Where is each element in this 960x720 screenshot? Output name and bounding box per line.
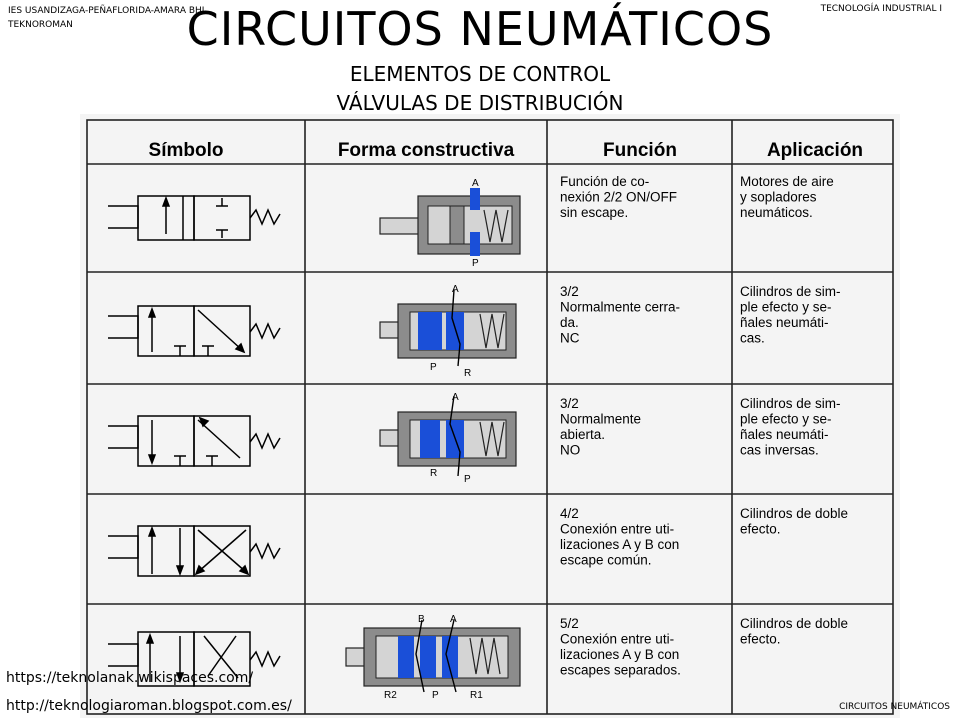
funcion-line: 5/2: [560, 616, 579, 631]
port-label: B: [418, 614, 425, 625]
symbol-valve-3-2-no: [108, 415, 281, 467]
funcion-line: 3/2: [560, 396, 579, 411]
port-label: P: [464, 474, 471, 485]
funcion-line: lizaciones A y B con: [560, 647, 679, 662]
page-title: CIRCUITOS NEUMÁTICOS: [186, 2, 774, 56]
funcion-line: Normalmente: [560, 412, 641, 427]
aplicacion-line: ñales neumáti-: [740, 427, 829, 442]
school-name: IES USANDIZAGA-PEÑAFLORIDA-AMARA BHI: [8, 6, 205, 16]
aplicacion-line: y sopladores: [740, 190, 817, 205]
funcion-line: lizaciones A y B con: [560, 537, 679, 552]
port-label: P: [472, 258, 479, 269]
author-name: TEKNOROMAN: [8, 20, 73, 30]
funcion-line: escapes separados.: [560, 663, 681, 678]
valve-table: Símbolo Forma constructiva Función Aplic…: [80, 114, 900, 718]
aplicacion-line: Cilindros de sim-: [740, 284, 841, 299]
subtitle-control-elements: ELEMENTOS DE CONTROL: [349, 62, 611, 86]
aplicacion-line: ñales neumáti-: [740, 315, 829, 330]
funcion-line: escape común.: [560, 553, 652, 568]
port-label: A: [452, 284, 459, 295]
port-label: R1: [470, 690, 483, 701]
aplicacion-line: ple efecto y se-: [740, 412, 832, 427]
funcion-line: sin escape.: [560, 205, 628, 220]
aplicacion-line: Cilindros de sim-: [740, 396, 841, 411]
symbol-valve-5-2: [108, 631, 281, 687]
link-blogspot[interactable]: http://teknologiaroman.blogspot.com.es/: [6, 698, 292, 714]
port-label: A: [472, 178, 479, 189]
aplicacion-line: cas inversas.: [740, 443, 819, 458]
port-label: P: [430, 362, 437, 373]
footer-title: CIRCUITOS NEUMÁTICOS: [839, 702, 950, 712]
port-label: A: [450, 614, 457, 625]
aplicacion-line: cas.: [740, 331, 765, 346]
header-left: IES USANDIZAGA-PEÑAFLORIDA-AMARA BHI TEK…: [8, 4, 204, 32]
link-wikispaces[interactable]: https://teknolanak.wikispaces.com/: [6, 670, 254, 686]
funcion-line: Conexión entre uti-: [560, 632, 674, 647]
aplicacion-line: Cilindros de doble: [740, 616, 848, 631]
construction-valve-5-2: [345, 619, 521, 693]
funcion-line: 3/2: [560, 284, 579, 299]
header-aplicacion: Aplicación: [767, 140, 863, 161]
funcion-line: abierta.: [560, 427, 605, 442]
funcion-line: NC: [560, 331, 580, 346]
funcion-line: 4/2: [560, 506, 579, 521]
funcion-line: nexión 2/2 ON/OFF: [560, 190, 677, 205]
aplicacion-line: Motores de aire: [740, 174, 834, 189]
header-simbolo: Símbolo: [149, 140, 224, 161]
funcion-line: Conexión entre uti-: [560, 522, 674, 537]
construction-valve-2-2: [379, 188, 521, 256]
course-name: TECNOLOGÍA INDUSTRIAL I: [820, 4, 942, 14]
funcion-line: Normalmente cerra-: [560, 300, 680, 315]
funcion-line: da.: [560, 315, 579, 330]
port-label: R2: [384, 690, 397, 701]
table-grid: [86, 119, 894, 715]
symbol-valve-3-2-nc: [108, 305, 281, 357]
header-forma-constructiva: Forma constructiva: [338, 140, 515, 161]
port-label: P: [432, 690, 439, 701]
port-label: R: [430, 468, 437, 479]
aplicacion-line: ple efecto y se-: [740, 300, 832, 315]
funcion-line: NO: [560, 443, 580, 458]
port-label: A: [452, 392, 459, 403]
construction-valve-3-2-nc: [379, 289, 517, 367]
subtitle-distribution-valves: VÁLVULAS DE DISTRIBUCIÓN: [336, 91, 624, 115]
port-label: R: [464, 368, 471, 379]
construction-valve-3-2-no: [379, 395, 517, 477]
symbol-valve-2-2: [108, 195, 281, 241]
aplicacion-line: Cilindros de doble: [740, 506, 848, 521]
header-funcion: Función: [603, 140, 677, 161]
symbol-valve-4-2: [108, 525, 281, 577]
aplicacion-line: neumáticos.: [740, 205, 813, 220]
funcion-line: Función de co-: [560, 174, 649, 189]
aplicacion-line: efecto.: [740, 632, 781, 647]
aplicacion-line: efecto.: [740, 522, 781, 537]
